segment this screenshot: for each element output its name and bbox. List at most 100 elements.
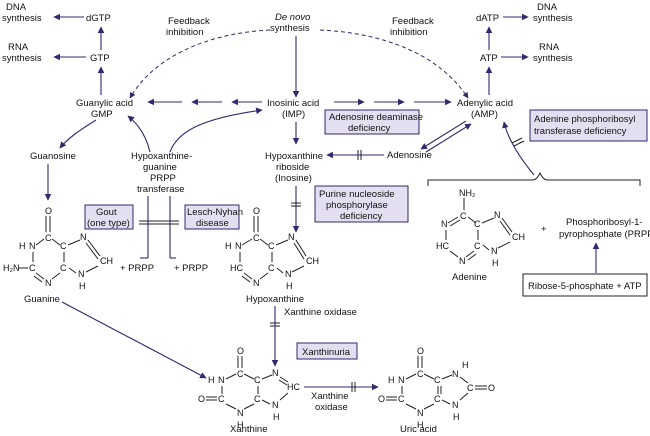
svg-text:H: H (225, 241, 232, 251)
amp-label: (AMP) (471, 109, 498, 120)
svg-text:CH: CH (306, 256, 319, 266)
svg-text:N: N (253, 278, 260, 288)
svg-text:C: C (398, 394, 405, 404)
xanthine-structure: O C H N C O N H C C N HC N H (198, 346, 300, 430)
dna-synthesis-left-label: DNA (6, 2, 27, 13)
feedback-right-label-2: inhibition (390, 27, 428, 38)
prpp-name-label: Phosphoribosyl-1- (566, 217, 643, 228)
svg-text:N: N (29, 241, 36, 251)
dna-synthesis-right-label: DNA (537, 2, 558, 13)
atp-label: ATP (480, 53, 498, 64)
svg-text:N: N (494, 210, 501, 220)
arrow-adenine-to-amp (502, 121, 535, 176)
xanthine-oxidase-label-2: Xanthine (311, 391, 349, 402)
svg-text:C: C (254, 375, 261, 385)
dna-synthesis-left-label-2: synthesis (2, 13, 42, 24)
svg-text:CH: CH (512, 232, 525, 242)
svg-text:H: H (453, 412, 460, 422)
gtp-label: GTP (90, 53, 110, 64)
rna-synthesis-left-label-2: synthesis (2, 53, 42, 64)
feedback-left-label-2: inhibition (166, 27, 204, 38)
prpp-name-label-2: pyrophosphate (PRPP) (559, 229, 650, 240)
gout-box (84, 204, 134, 230)
rna-synthesis-left-label: RNA (8, 42, 29, 53)
svg-text:H: H (417, 420, 424, 430)
svg-text:N: N (288, 232, 295, 242)
hgprt-label-4: transferase (137, 184, 185, 195)
svg-text:N: N (80, 232, 87, 242)
arrow-hgprt-to-gmp-1 (127, 115, 151, 153)
svg-text:H: H (462, 360, 469, 370)
hypoxanthine-riboside-label: Hypoxanthine (265, 151, 323, 162)
adenylic-acid-label: Adenylic acid (457, 98, 513, 109)
xanthinuria-label: Xanthinuria (302, 347, 351, 358)
arrow-guanine-to-xanthine (61, 301, 207, 379)
svg-text:H: H (237, 420, 244, 430)
aprt-label-2: transferase deficiency (534, 126, 627, 137)
lesch-nyhan-label: Lesch-Nyhan (187, 207, 243, 218)
plus-prpp-1: + PRPP (120, 263, 154, 274)
svg-text:H: H (273, 412, 280, 422)
xanthine-oxidase-label-1: Xanthine oxidase (284, 307, 357, 318)
svg-text:C: C (474, 219, 481, 229)
svg-text:C: C (434, 394, 441, 404)
svg-text:C: C (254, 394, 261, 404)
svg-text:C: C (29, 263, 36, 273)
arrow-amp-to-adenosine (420, 120, 467, 150)
svg-text:O: O (488, 383, 495, 393)
guanine-o: O (45, 206, 52, 216)
adenosine-deaminase-deficiency-box (324, 109, 420, 135)
hgprt-label-3: PRPP (150, 173, 176, 184)
de-novo-label: De novo (275, 12, 310, 23)
pnp-deficiency-box (314, 185, 409, 223)
uric-acid-label: Uric acid (400, 424, 437, 435)
riboside-label: riboside (276, 162, 309, 173)
dgtp-label: dGTP (86, 13, 111, 24)
plus-sign: + (541, 224, 547, 235)
block-aprt-2 (513, 140, 525, 147)
svg-text:C: C (60, 241, 67, 251)
guanine-structure: O C H N C H₂N N C C N CH N H (3, 206, 113, 291)
de-novo-label-2: synthesis (270, 23, 310, 34)
arrow-adenosine-to-amp (425, 123, 472, 153)
pnp-label: Purine nucleoside (319, 189, 395, 200)
svg-text:N: N (459, 256, 466, 266)
svg-text:O: O (253, 206, 260, 216)
svg-text:N: N (285, 269, 292, 279)
xanthinuria-box (296, 342, 358, 360)
feedback-right-label: Feedback (392, 16, 434, 27)
gout-label-2: (one type) (87, 218, 130, 229)
svg-text:C: C (60, 263, 67, 273)
svg-text:H: H (286, 281, 293, 291)
lesch-nyhan-box (184, 204, 240, 230)
svg-text:C: C (268, 263, 275, 273)
svg-text:N: N (272, 368, 279, 378)
adenosine-deaminase-label-2: deficiency (348, 123, 390, 134)
svg-text:C: C (467, 383, 474, 393)
svg-text:C: C (434, 375, 441, 385)
svg-text:N: N (218, 375, 225, 385)
svg-text:N: N (452, 400, 459, 410)
svg-text:N: N (237, 408, 244, 418)
svg-text:HC: HC (230, 263, 243, 273)
feedback-left-label: Feedback (168, 16, 210, 27)
imp-label: (IMP) (282, 109, 305, 120)
hgprt-label-2: guanine (143, 162, 177, 173)
hypoxanthine-label: Hypoxanthine (246, 294, 304, 305)
gmp-label: GMP (91, 109, 113, 120)
adenosine-deaminase-label: Adenosine deaminase (329, 112, 423, 123)
svg-text:N: N (491, 246, 498, 256)
svg-text:C: C (253, 233, 260, 243)
brace-adenine-prpp (427, 171, 641, 186)
adenosine-label: Adenosine (387, 150, 432, 161)
svg-text:N: N (235, 241, 242, 251)
rna-synthesis-right-label-2: synthesis (533, 53, 573, 64)
pnp-label-3: deficiency (340, 211, 382, 222)
svg-text:O: O (378, 394, 385, 404)
svg-text:N: N (398, 375, 405, 385)
guanylic-acid-label: Guanylic acid (76, 98, 133, 109)
svg-text:NH₂: NH₂ (459, 188, 476, 198)
guanine-label: Guanine (24, 294, 60, 305)
